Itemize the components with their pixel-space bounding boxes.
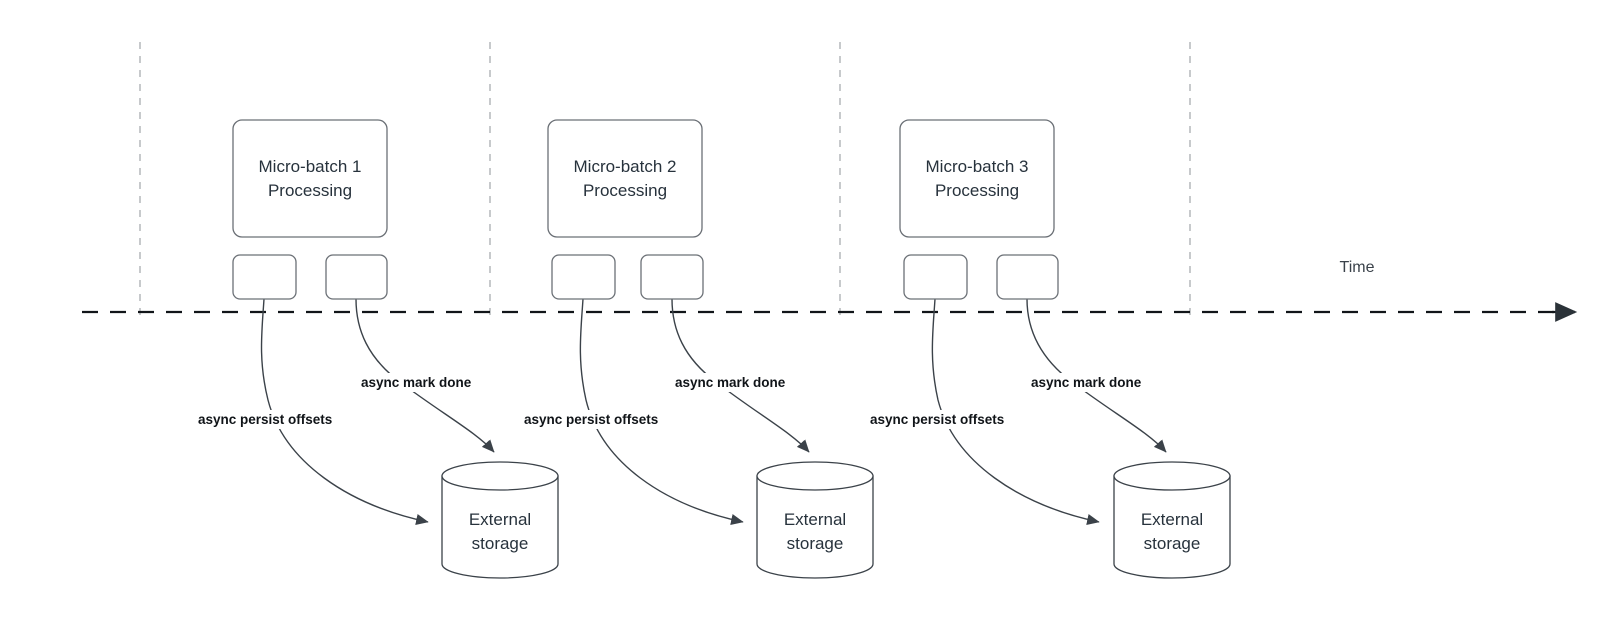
micro-batch-label-1-line1: Micro-batch 1 [259,157,362,176]
task-box-1a[interactable] [232,254,297,300]
task-box-1b[interactable] [325,254,388,300]
micro-batch-label-2-line2: Processing [583,181,667,200]
edge-label-mark-done-2: async mark done [675,375,786,390]
task-box-2a[interactable] [551,254,616,300]
edge-label-mark-done-3: async mark done [1031,375,1142,390]
group-2: Micro-batch 2 Processing External storag… [522,119,874,579]
external-storage-label-1-line1: External [469,510,531,529]
separator-lines [139,42,1191,315]
micro-batch-label-3-line2: Processing [935,181,1019,200]
external-storage-3[interactable]: External storage [1113,461,1231,579]
micro-batch-label-3-line1: Micro-batch 3 [926,157,1029,176]
group-1: Micro-batch 1 Processing External storag… [196,119,559,579]
micro-batch-label-2-line1: Micro-batch 2 [574,157,677,176]
external-storage-label-2-line2: storage [787,534,844,553]
task-box-2b[interactable] [640,254,704,300]
external-storage-2[interactable]: External storage [756,461,874,579]
micro-batch-box-2[interactable] [547,119,703,238]
external-storage-label-1-line2: storage [472,534,529,553]
external-storage-label-2-line1: External [784,510,846,529]
edge-label-persist-offsets-2: async persist offsets [524,412,658,427]
micro-batch-box-3[interactable] [899,119,1055,238]
edge-label-persist-offsets-1: async persist offsets [198,412,332,427]
edge-label-mark-done-1: async mark done [361,375,472,390]
task-box-3a[interactable] [903,254,968,300]
micro-batch-label-1-line2: Processing [268,181,352,200]
time-axis-label: Time [1340,259,1375,276]
external-storage-label-3-line2: storage [1144,534,1201,553]
group-3: Micro-batch 3 Processing External storag… [868,119,1231,579]
edge-label-persist-offsets-3: async persist offsets [870,412,1004,427]
external-storage-label-3-line1: External [1141,510,1203,529]
micro-batch-box-1[interactable] [232,119,388,238]
task-box-3b[interactable] [996,254,1059,300]
external-storage-1[interactable]: External storage [441,461,559,579]
